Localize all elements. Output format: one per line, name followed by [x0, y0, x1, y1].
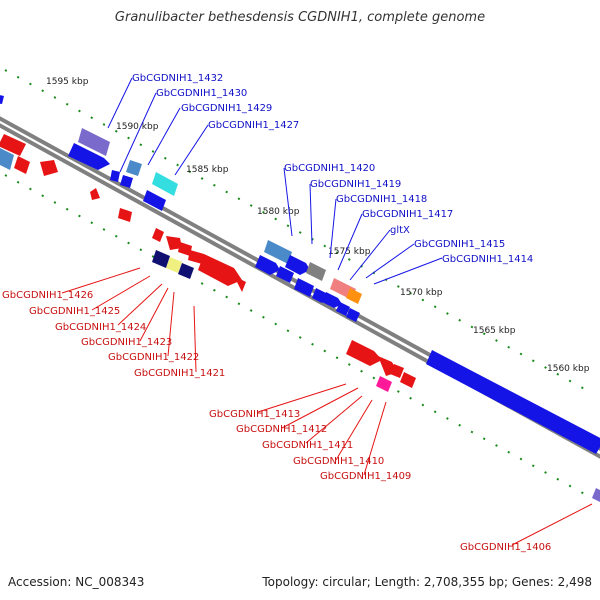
gene-label: GbCGDNIH1_1420 — [284, 163, 375, 174]
gene-arrow — [14, 156, 30, 174]
gene-arrow — [188, 250, 204, 264]
gene-arrow — [126, 160, 142, 176]
gene-arrow — [120, 175, 133, 188]
kbp-scale: 1595 kbp 1590 kbp 1585 kbp 1580 kbp 1575… — [46, 77, 590, 374]
map-title: Granulibacter bethesdensis CGDNIH1, comp… — [114, 10, 486, 25]
gene-arrow — [255, 255, 280, 275]
gene-arrow — [68, 143, 110, 170]
kbp-label: 1570 kbp — [400, 288, 443, 298]
gene-arrow — [40, 160, 58, 176]
gene-arrow — [346, 340, 382, 366]
gene-arrow — [166, 236, 182, 250]
gene-label: GbCGDNIH1_1406 — [460, 542, 551, 553]
gene-arrow — [390, 364, 404, 378]
kbp-label: 1590 kbp — [116, 122, 159, 132]
gene-arrow — [78, 128, 110, 156]
gene-arrow — [152, 228, 164, 242]
gene-label: GbCGDNIH1_1423 — [81, 337, 172, 348]
gene-label: GbCGDNIH1_1426 — [2, 290, 93, 301]
forward-gene-labels: GbCGDNIH1_1432 GbCGDNIH1_1430 GbCGDNIH1_… — [132, 73, 533, 265]
gene-arrow — [426, 350, 600, 454]
gene-label: GbCGDNIH1_1410 — [293, 456, 384, 467]
gene-label: GbCGDNIH1_1409 — [320, 471, 411, 482]
gene-label: GbCGDNIH1_1414 — [442, 254, 533, 265]
gene-arrow — [234, 276, 246, 292]
gene-arrow — [178, 242, 192, 256]
gene-label: GbCGDNIH1_1417 — [362, 209, 453, 220]
gene-label: GbCGDNIH1_1425 — [29, 306, 120, 317]
genome-summary-text: Topology: circular; Length: 2,708,355 bp… — [262, 575, 592, 589]
gene-arrow — [400, 372, 416, 388]
gene-label: GbCGDNIH1_1422 — [108, 352, 199, 363]
gene-arrow — [294, 278, 314, 297]
gene-arrow — [118, 208, 132, 222]
gene-label: gltX — [390, 225, 410, 236]
gene-label: GbCGDNIH1_1415 — [414, 239, 505, 250]
gene-arrow — [166, 257, 182, 273]
gene-arrow — [143, 190, 166, 211]
gene-label: GbCGDNIH1_1412 — [236, 424, 327, 435]
gene-arrow — [306, 262, 326, 281]
gene-arrow — [285, 255, 310, 275]
reverse-leader-lines — [61, 267, 593, 546]
reverse-genes — [14, 156, 416, 392]
gene-arrow — [178, 263, 194, 279]
gene-arrow — [0, 148, 14, 170]
gene-arrow — [0, 95, 4, 104]
gene-label: GbCGDNIH1_1413 — [209, 409, 300, 420]
gene-arrow — [264, 240, 292, 264]
gene-arrow — [152, 172, 178, 196]
gene-arrow — [90, 188, 100, 200]
kbp-label: 1580 kbp — [257, 207, 300, 217]
gene-label: GbCGDNIH1_1421 — [134, 368, 225, 379]
gene-arrow — [346, 288, 362, 304]
forward-genes — [0, 95, 600, 502]
kbp-label: 1575 kbp — [328, 247, 371, 257]
gene-arrow — [346, 308, 360, 322]
gene-arrow — [0, 134, 26, 156]
gene-arrow — [110, 170, 120, 182]
kbp-label: 1565 kbp — [473, 326, 516, 336]
gene-label: GbCGDNIH1_1427 — [208, 120, 299, 131]
gene-label: GbCGDNIH1_1429 — [181, 103, 272, 114]
gene-label: GbCGDNIH1_1432 — [132, 73, 223, 84]
gene-label: GbCGDNIH1_1411 — [262, 440, 353, 451]
gene-arrow — [276, 266, 294, 283]
gene-label: GbCGDNIH1_1418 — [336, 194, 427, 205]
gene-arrow — [322, 292, 342, 308]
gene-label: GbCGDNIH1_1419 — [310, 179, 401, 190]
forward-leader-lines — [107, 77, 443, 285]
kbp-label: 1595 kbp — [46, 77, 89, 87]
gene-arrow — [152, 250, 170, 268]
kbp-label: 1560 kbp — [547, 364, 590, 374]
accession-text: Accession: NC_008343 — [8, 575, 145, 589]
gene-arrow — [376, 376, 392, 392]
reverse-gene-labels: GbCGDNIH1_1426 GbCGDNIH1_1425 GbCGDNIH1_… — [2, 290, 551, 553]
gene-arrow — [336, 302, 350, 316]
gene-arrow — [592, 488, 600, 502]
kbp-label: 1585 kbp — [186, 165, 229, 175]
gene-arrow — [312, 288, 326, 303]
gene-label: GbCGDNIH1_1430 — [156, 88, 247, 99]
gene-label: GbCGDNIH1_1424 — [55, 322, 146, 333]
gene-arrow — [198, 254, 242, 286]
